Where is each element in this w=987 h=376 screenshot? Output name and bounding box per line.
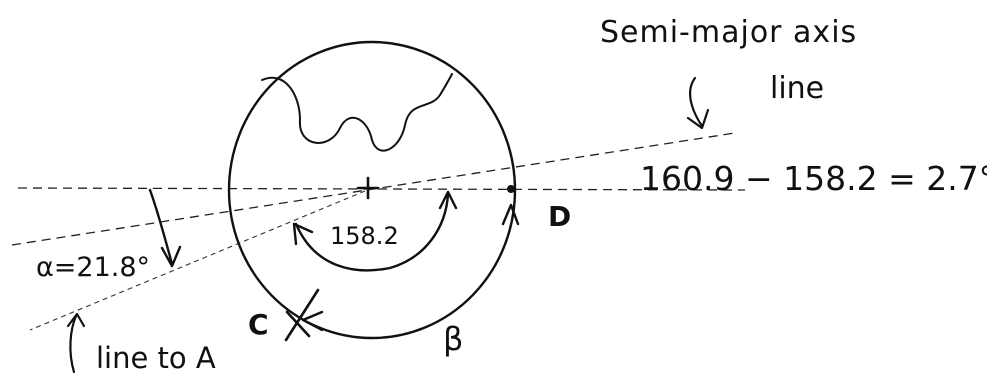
- horizontal-reference-line: [17, 187, 746, 191]
- alpha-label: α=21.8°: [36, 252, 150, 283]
- orbit-direction-arrow-bottom: [301, 310, 324, 332]
- line-to-a-label: line to A: [96, 341, 216, 375]
- semi-major-pointer-arrow: [688, 76, 704, 128]
- point-c-label: C: [248, 308, 269, 341]
- point-d-dot: [507, 185, 515, 193]
- alpha-angle-arc: [148, 188, 174, 266]
- point-d-label: D: [548, 200, 571, 233]
- equation-label: 160.9 − 158.2 = 2.7°: [640, 159, 987, 198]
- angle-arc-158-arrow-left: [292, 222, 314, 246]
- orbit-circle: [227, 40, 517, 340]
- semi-major-pointer-arrowhead: [686, 108, 710, 130]
- line-label: line: [770, 71, 824, 106]
- semi-major-axis-label: Semi-major axis: [600, 15, 857, 50]
- wavy-landmass-outline: [261, 73, 453, 152]
- angle-158-label: 158.2: [330, 222, 399, 250]
- beta-label: β: [443, 320, 463, 358]
- angle-arc-158: [294, 192, 450, 272]
- angle-arc-158-arrow-right: [438, 190, 458, 210]
- line-to-a-pointer-arrow: [69, 314, 78, 374]
- center-cross-icon: [356, 176, 380, 200]
- orbit-direction-arrow-d: [501, 203, 520, 226]
- line-to-a: [29, 190, 366, 331]
- alpha-angle-arrow: [160, 245, 182, 268]
- point-c-marker: [284, 288, 320, 342]
- line-to-a-pointer-arrowhead: [66, 312, 86, 328]
